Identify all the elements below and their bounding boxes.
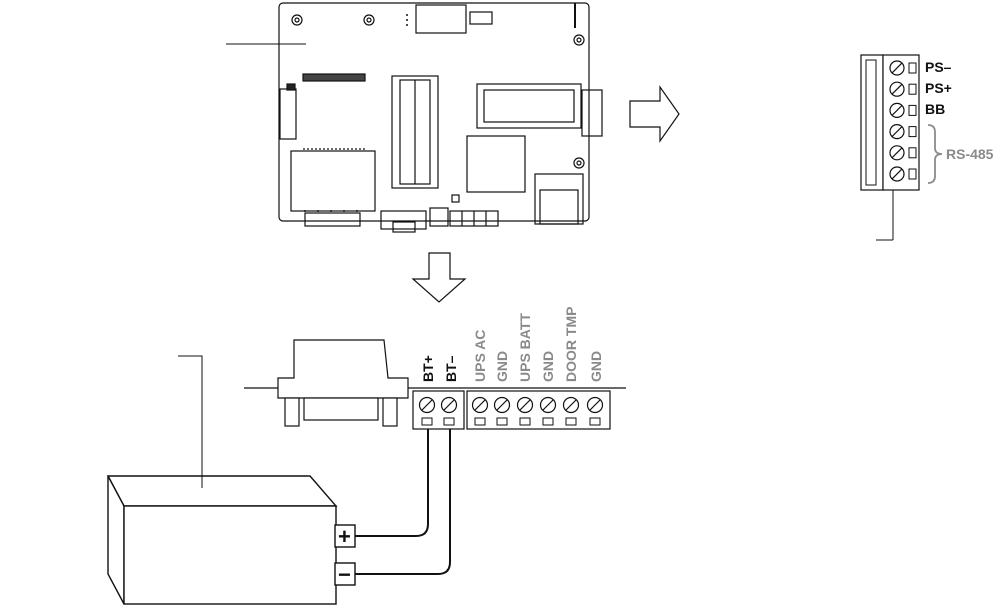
- terminal-label-door-tmp: DOOR TMP: [563, 307, 579, 382]
- wire-bt-minus: [355, 429, 451, 575]
- battery-plus-sign: +: [338, 524, 351, 549]
- terminal-screw-icon: [516, 396, 534, 414]
- terminal-screw-icon: [889, 60, 905, 76]
- terminal-slot: [443, 417, 455, 426]
- terminal-screw-icon: [889, 102, 905, 119]
- terminal-screw-icon: [471, 396, 489, 414]
- terminal-label-ups-batt: UPS BATT: [517, 313, 533, 382]
- terminal-slot: [908, 62, 917, 74]
- circuit-board: [278, 2, 603, 233]
- terminal-label-gnd-3: GND: [588, 351, 604, 382]
- power-rs485-connector: [860, 54, 920, 241]
- battery-minus-sign: −: [338, 562, 351, 587]
- terminal-slot: [908, 83, 917, 95]
- terminal-screw-icon: [562, 396, 580, 414]
- terminal-label-gnd-1: GND: [494, 351, 510, 382]
- terminal-screw-icon: [539, 396, 557, 414]
- terminal-slot: [589, 417, 601, 426]
- terminal-label-ups-ac: UPS AC: [472, 330, 488, 382]
- rs485-label: RS-485: [946, 146, 994, 162]
- terminal-slot: [908, 104, 917, 116]
- terminal-slot: [565, 417, 577, 426]
- terminal-label-gnd-2: GND: [540, 351, 556, 382]
- terminal-screw-icon: [493, 396, 511, 414]
- terminal-slot: [908, 147, 917, 159]
- arrow-down-icon: [411, 252, 467, 303]
- terminal-slot: [908, 168, 917, 180]
- terminal-screw-icon: [418, 396, 436, 414]
- battery: [106, 475, 356, 605]
- arrow-right-icon: [629, 85, 680, 143]
- terminal-slot: [474, 417, 486, 426]
- terminal-screw-icon: [889, 166, 905, 182]
- battery-leader-line: [178, 355, 203, 488]
- terminal-slot: [496, 417, 508, 426]
- terminal-slot: [542, 417, 554, 426]
- terminal-label-bt-minus: BT–: [443, 355, 459, 382]
- board-edge-connectors: [244, 339, 626, 430]
- terminal-label-ps-plus: PS+: [925, 80, 952, 96]
- terminal-slot: [519, 417, 531, 426]
- terminal-slot: [908, 126, 917, 138]
- wire-bt-plus: [355, 429, 429, 537]
- terminal-screw-icon: [889, 124, 905, 140]
- terminal-label-ps-minus: PS–: [925, 59, 952, 75]
- terminal-screw-icon: [889, 145, 905, 161]
- terminal-screw-icon: [889, 81, 905, 97]
- terminal-label-bb: BB: [925, 101, 945, 117]
- rs485-bracket: [927, 124, 943, 184]
- terminal-screw-icon: [440, 396, 458, 414]
- terminal-label-bt-plus: BT+: [420, 355, 436, 382]
- terminal-slot: [421, 417, 433, 426]
- terminal-screw-icon: [586, 396, 604, 414]
